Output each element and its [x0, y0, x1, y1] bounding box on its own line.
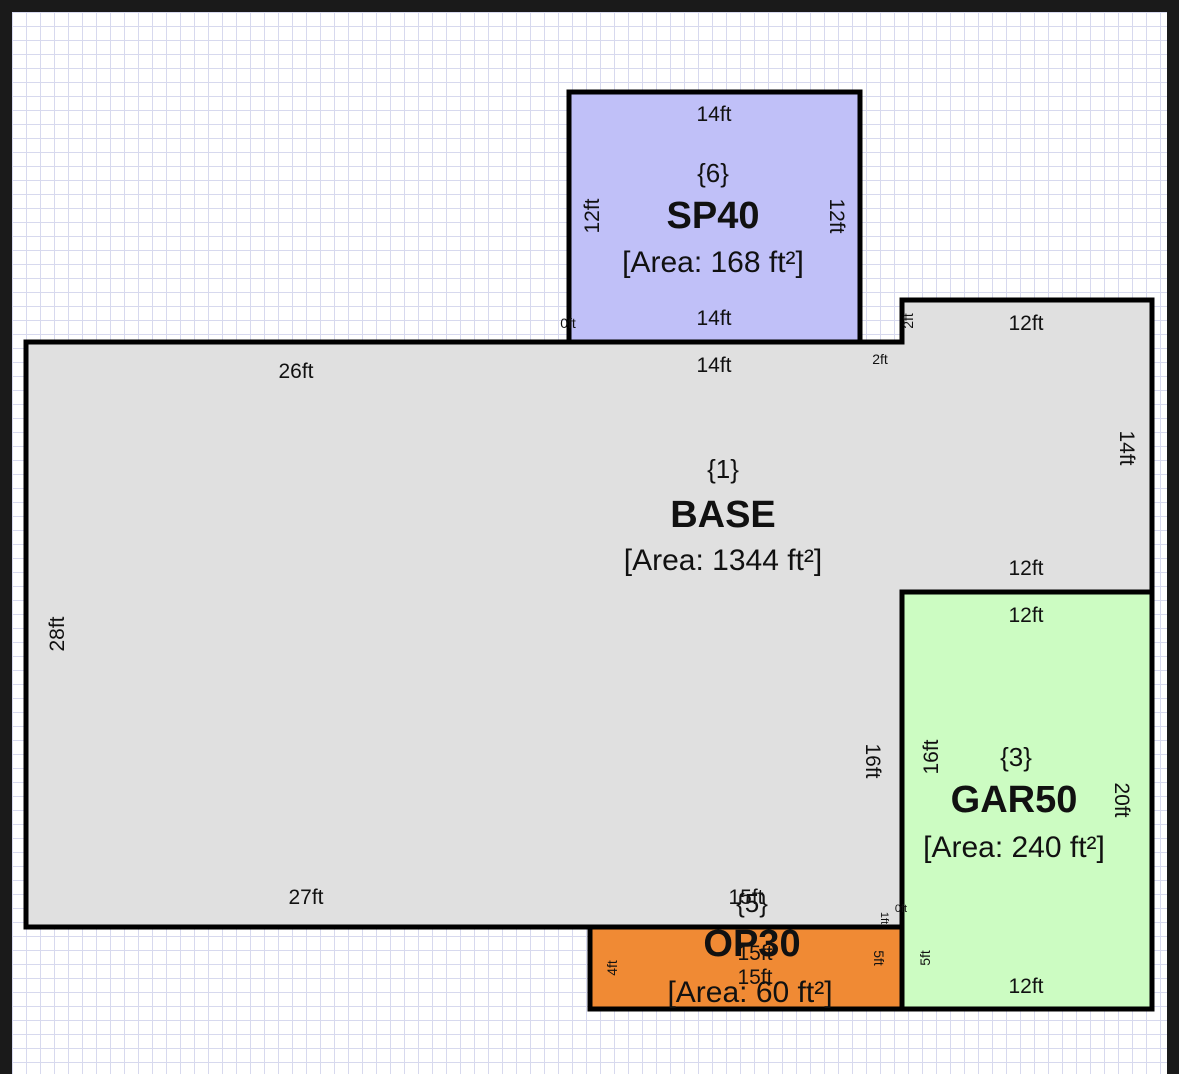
- sketch-canvas: {1} BASE [Area: 1344 ft²] {6} SP40 [Area…: [12, 12, 1167, 1074]
- dim-gar50-bottom: 12ft: [1008, 975, 1043, 998]
- dim-base-bottom-mid: 15ft: [728, 886, 763, 909]
- dim-sp40-left: 12ft: [581, 198, 604, 233]
- base-area: [Area: 1344 ft²]: [624, 544, 822, 577]
- sp40-shape[interactable]: [569, 92, 860, 342]
- dim-base-bottom: 27ft: [288, 886, 323, 909]
- floor-plan: {1} BASE [Area: 1344 ft²] {6} SP40 [Area…: [23, 89, 1155, 1012]
- dim-gar50-right: 20ft: [1110, 782, 1133, 817]
- dim-base-step-horizontal: 2ft: [872, 351, 888, 367]
- dim-sp40-right: 12ft: [825, 198, 848, 233]
- dim-op30-right: 5ft: [871, 950, 887, 966]
- op30-shape[interactable]: [590, 927, 902, 1009]
- sp40-outline: [566, 89, 863, 345]
- dim-base-corner-a: 1ft: [878, 912, 890, 924]
- dim-base-left: 28ft: [46, 616, 69, 651]
- dim-base-right: 14ft: [1115, 430, 1138, 465]
- dim-base-right-top: 12ft: [1008, 312, 1043, 335]
- area-op30[interactable]: {5} OP30 [Area: 60 ft²]: [587, 888, 905, 1012]
- area-gar50[interactable]: {3} GAR50 [Area: 240 ft²]: [899, 589, 1155, 1012]
- dim-base-top-mid: 14ft: [696, 354, 731, 377]
- dim-gar50-left: 16ft: [920, 739, 943, 774]
- gar50-code: {3}: [1000, 742, 1032, 772]
- sp40-name: SP40: [667, 195, 760, 237]
- op30-outline: [587, 924, 905, 1012]
- sp40-area: [Area: 168 ft²]: [622, 246, 804, 279]
- dim-base-step-vertical: 2ft: [900, 313, 916, 329]
- dim-gar50-left-low: 5ft: [917, 950, 933, 966]
- op30-name: OP30: [703, 923, 800, 965]
- dim-op30-top: 15ft: [737, 942, 772, 965]
- gar50-name: GAR50: [951, 779, 1078, 821]
- gar50-shape[interactable]: [902, 592, 1152, 1009]
- dim-sp40-top: 14ft: [696, 103, 731, 126]
- dim-sp40-bottom: 14ft: [696, 307, 731, 330]
- gar50-area: [Area: 240 ft²]: [923, 831, 1105, 864]
- dim-gar50-top: 12ft: [1008, 604, 1043, 627]
- area-sp40[interactable]: {6} SP40 [Area: 168 ft²]: [566, 89, 863, 345]
- dim-base-right-bottom: 12ft: [1008, 557, 1043, 580]
- dim-sp40-zero: 0ft: [560, 315, 576, 331]
- op30-code: {5}: [736, 888, 768, 918]
- dim-op30-left: 4ft: [604, 960, 620, 976]
- dim-base-right-inner: 16ft: [861, 743, 884, 778]
- sp40-code: {6}: [697, 158, 729, 188]
- dim-op30-bottom: 15ft: [737, 966, 772, 989]
- gar50-outline: [899, 589, 1155, 1012]
- base-shape[interactable]: [26, 300, 1152, 927]
- base-name: BASE: [670, 494, 776, 536]
- base-code: {1}: [707, 454, 739, 484]
- dim-base-corner-b: 0ft: [895, 903, 907, 915]
- dim-base-top: 26ft: [278, 360, 313, 383]
- op30-area: [Area: 60 ft²]: [667, 976, 832, 1009]
